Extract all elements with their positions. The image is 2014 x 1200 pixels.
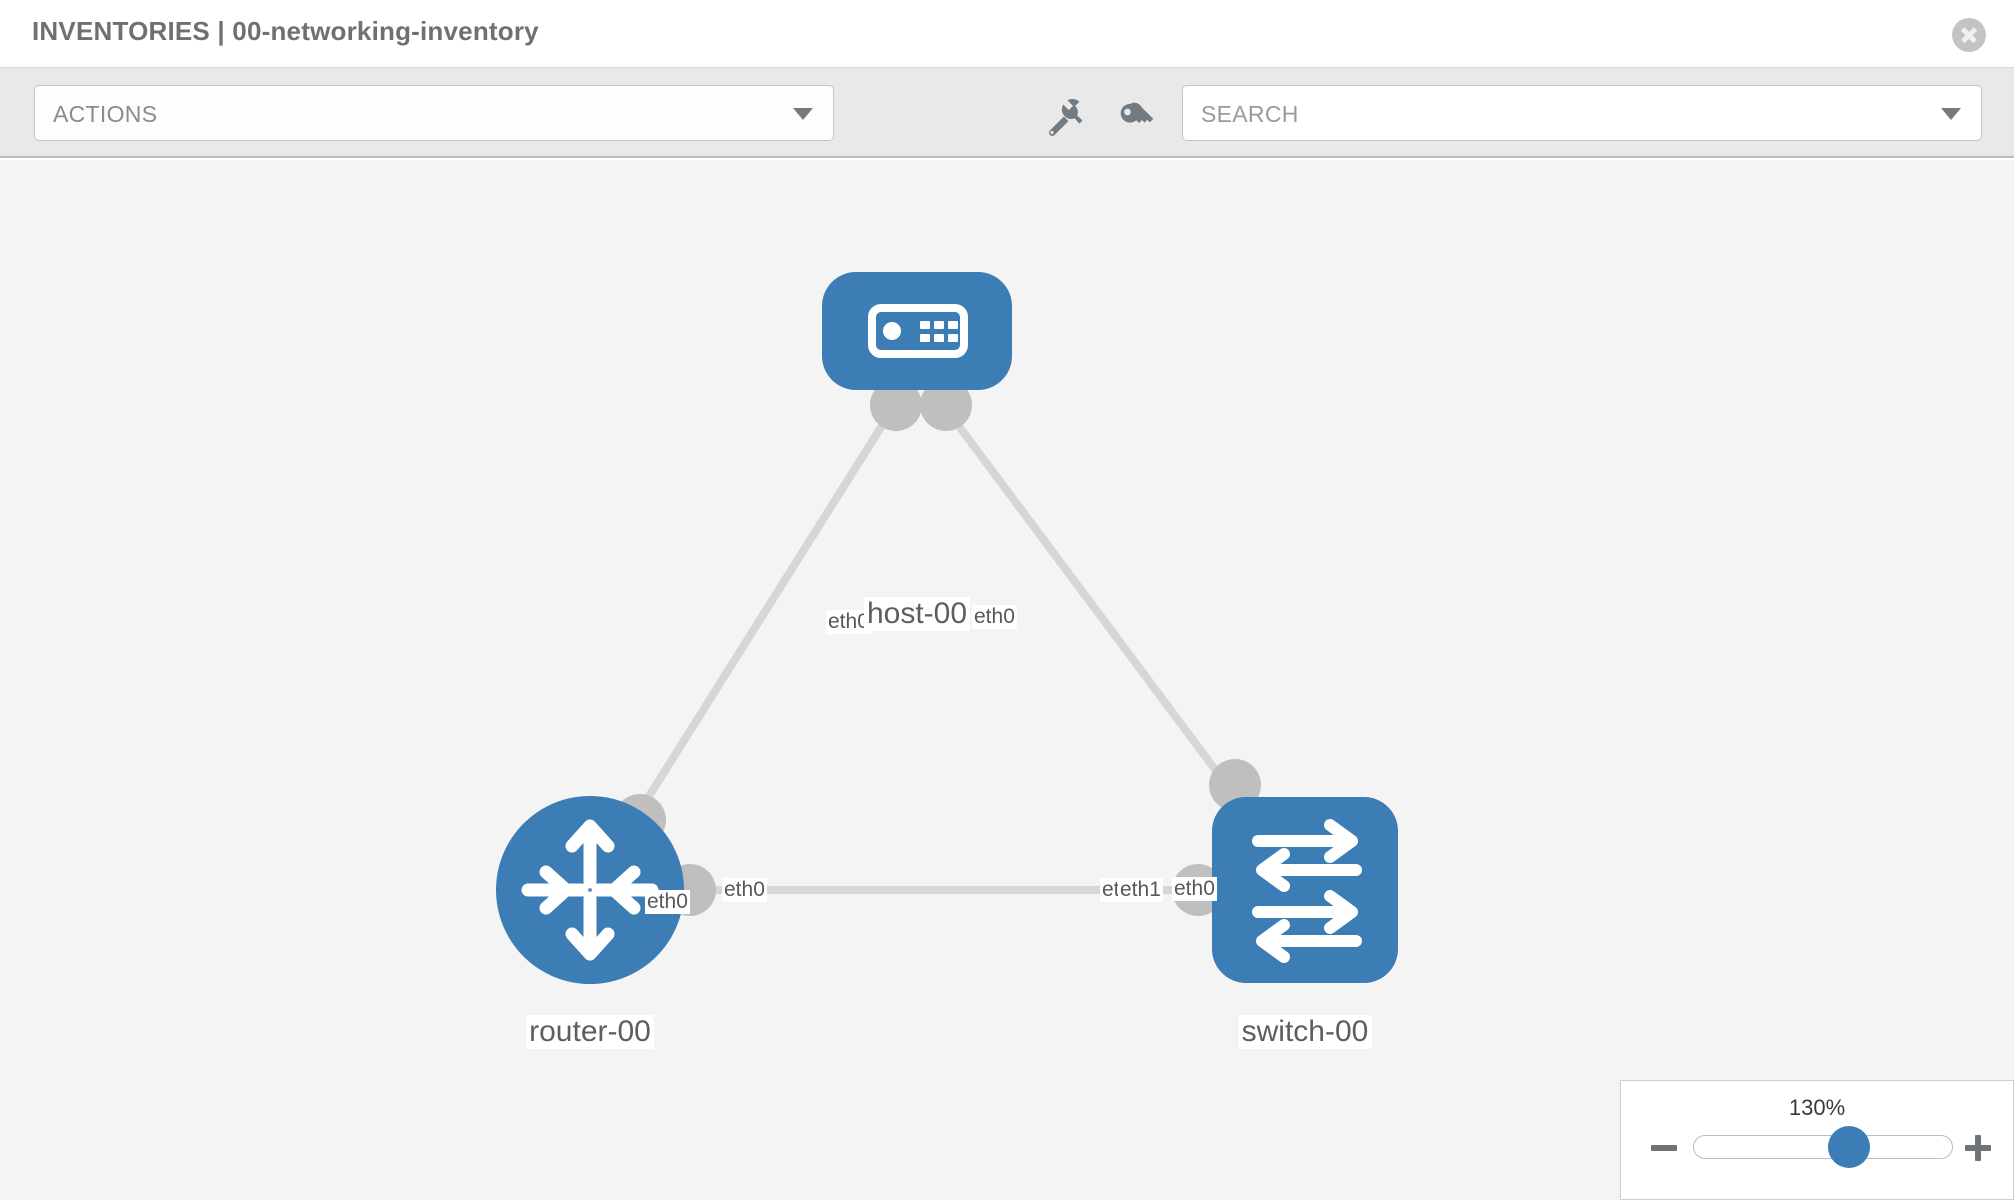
- close-icon[interactable]: [1952, 18, 1986, 52]
- zoom-slider-track[interactable]: [1693, 1135, 1953, 1159]
- topology-node-switch-00: [1212, 797, 1398, 983]
- node-label-switch-00: switch-00: [1238, 1015, 1372, 1049]
- search-placeholder: SEARCH: [1201, 101, 1299, 127]
- zoom-control-panel: 130%: [1620, 1080, 2014, 1200]
- minus-icon-bar: [1651, 1145, 1677, 1151]
- node-label-router-00: router-00: [526, 1015, 654, 1049]
- topology-endpoints: [614, 379, 1261, 916]
- endpoint-host-left: [870, 379, 922, 431]
- iface-label: eth0: [972, 605, 1017, 629]
- iface-label: eth0: [645, 890, 690, 914]
- server-icon: [868, 304, 968, 358]
- actions-dropdown-label: ACTIONS: [53, 101, 158, 127]
- key-icon[interactable]: [1113, 96, 1157, 140]
- chevron-down-icon: [1941, 108, 1961, 120]
- topology-node-router-00: [496, 796, 684, 984]
- endpoint-host-right: [920, 379, 972, 431]
- search-input[interactable]: SEARCH: [1182, 85, 1982, 141]
- router-arrows-icon: [521, 819, 659, 961]
- switch-arrows-icon: [1252, 819, 1362, 963]
- iface-label: eth0: [722, 878, 767, 902]
- plus-icon[interactable]: [1963, 1133, 1993, 1163]
- page-title: INVENTORIES | 00-networking-inventory: [32, 16, 539, 46]
- topology-graph: [496, 272, 1398, 984]
- iface-label: eth0: [826, 610, 871, 634]
- topology-node-host-00: [822, 272, 1012, 390]
- page-header: INVENTORIES | 00-networking-inventory: [0, 0, 2014, 68]
- zoom-slider-thumb[interactable]: [1828, 1126, 1871, 1168]
- minus-icon[interactable]: [1649, 1133, 1679, 1163]
- iface-label: eth0: [1172, 877, 1217, 901]
- wrench-icon[interactable]: [1043, 96, 1087, 140]
- chevron-down-icon: [793, 108, 813, 120]
- server-icon-leds: [920, 321, 958, 342]
- topology-canvas[interactable]: eth0 eth0 eth0 eth0 eth0 eth eth1 host-0…: [0, 160, 2014, 1200]
- iface-label: eth1: [1118, 878, 1163, 902]
- node-label-host-00: host-00: [863, 597, 971, 631]
- plus-icon-bar-v: [1975, 1135, 1981, 1161]
- actions-dropdown[interactable]: ACTIONS: [34, 85, 834, 141]
- zoom-level-value: 130%: [1788, 1095, 1846, 1120]
